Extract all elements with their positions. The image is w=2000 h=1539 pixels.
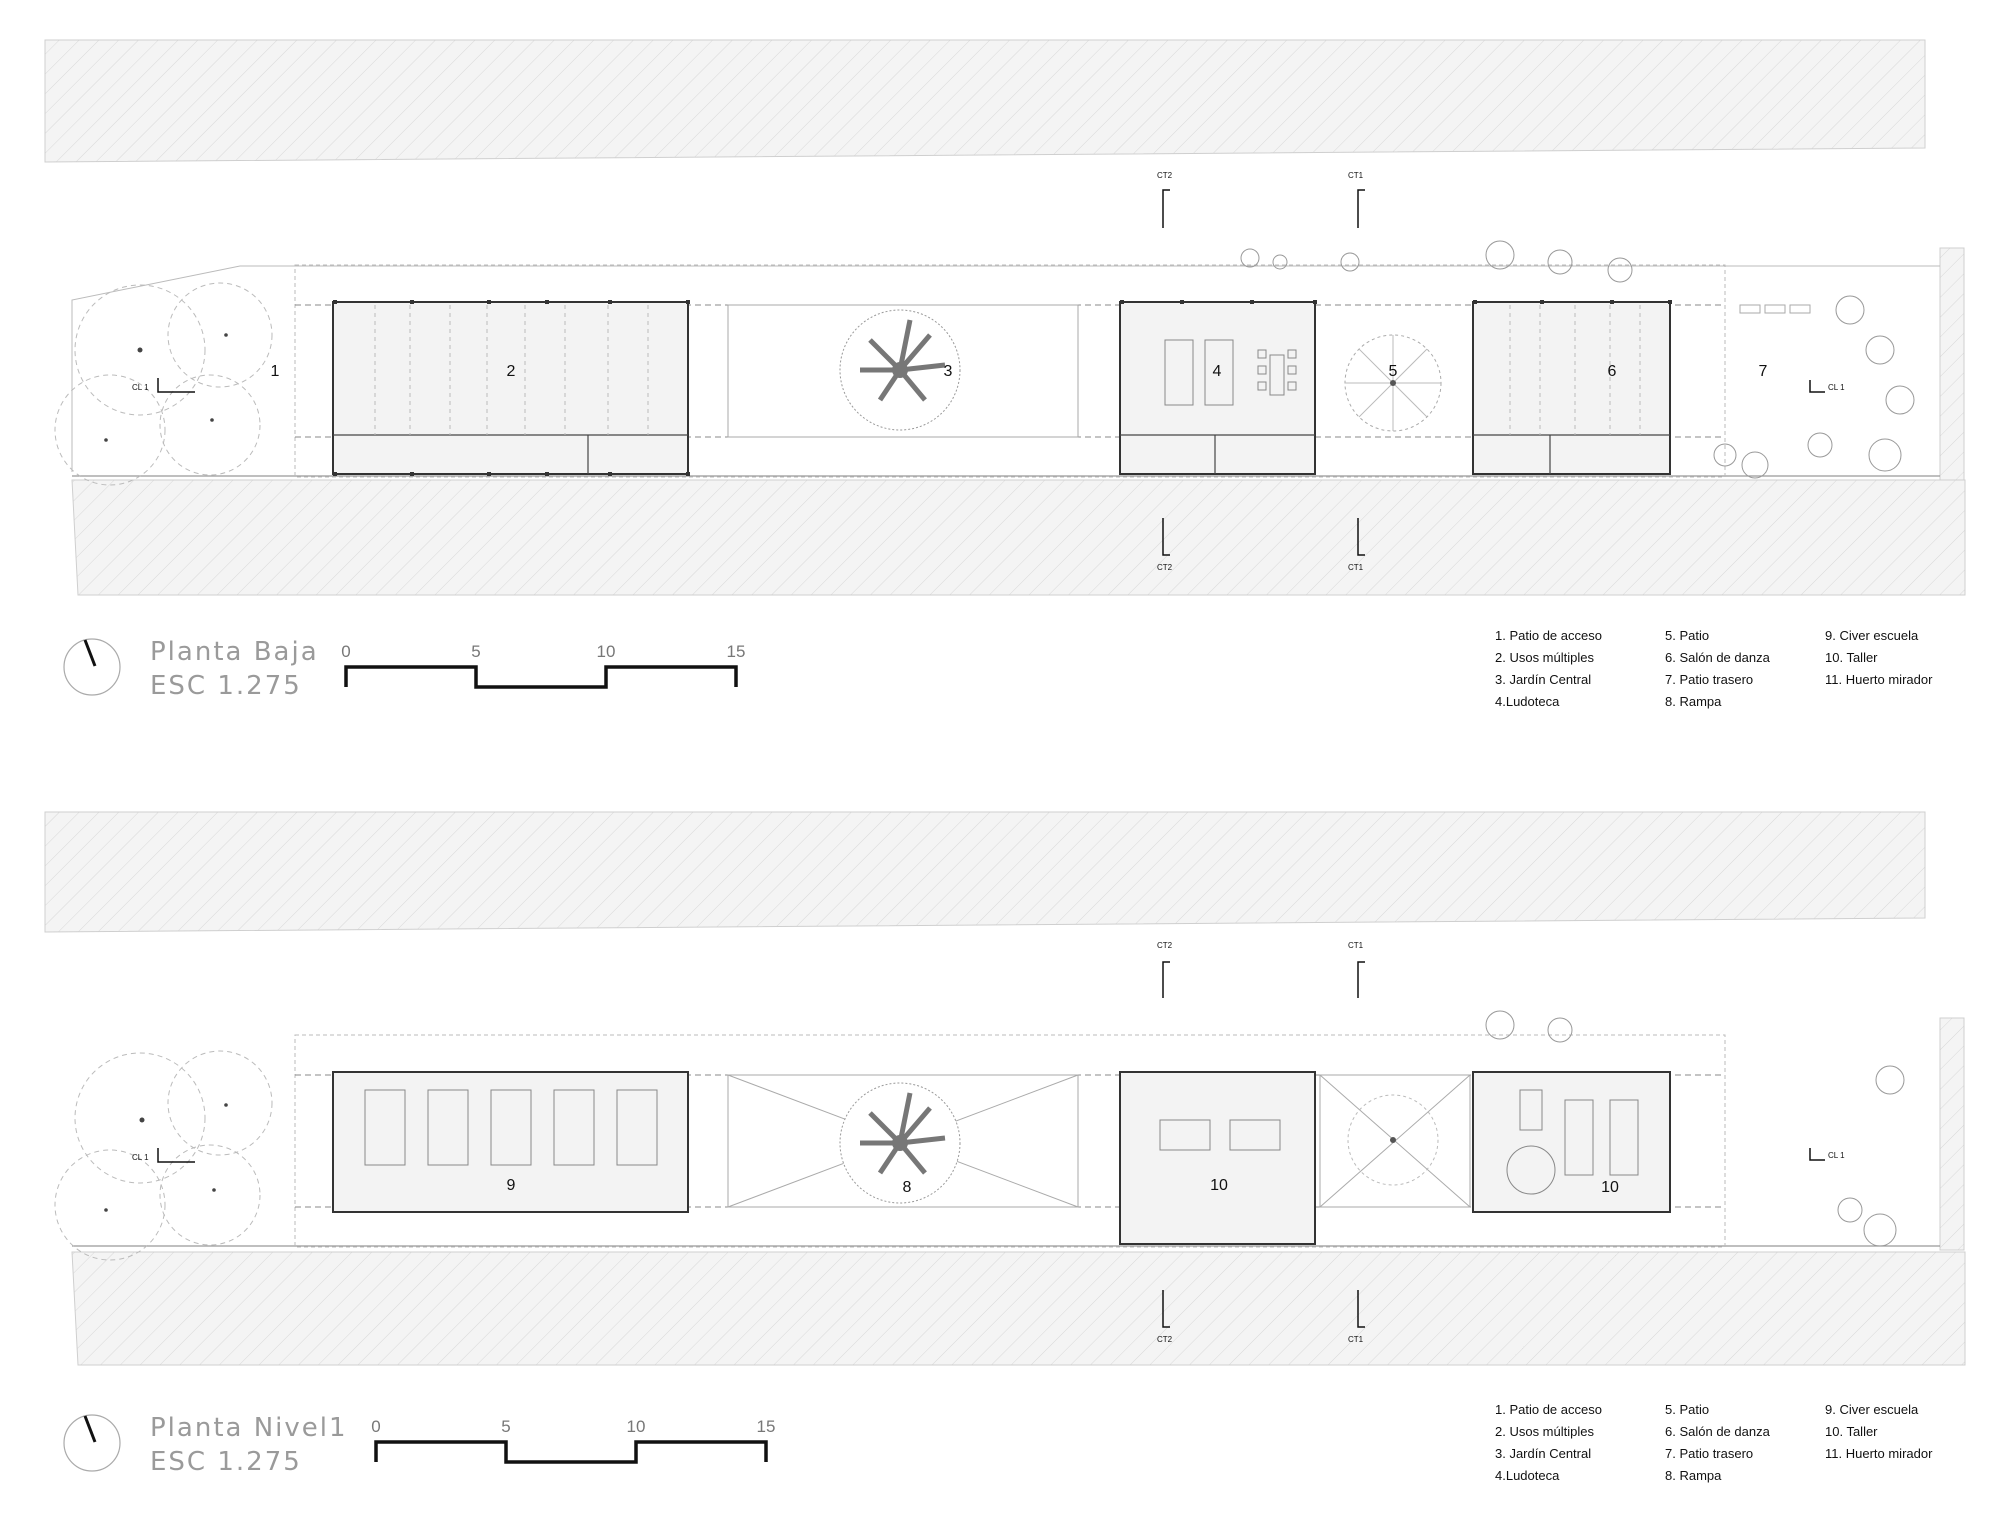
- section-mark-ct1-top: CT1: [1348, 171, 1364, 180]
- patio-tree-icon: [1347, 1094, 1439, 1186]
- desk-grid: [364, 1089, 658, 1166]
- room-number: 10: [1601, 1179, 1619, 1196]
- room-number: 5: [1389, 363, 1398, 380]
- legend-item: 4.Ludoteca: [1495, 694, 1560, 709]
- plan-title: Planta Nivel1: [150, 1413, 348, 1443]
- hatched-band-top: [44, 39, 1926, 163]
- scale-tick-label: 5: [471, 642, 480, 661]
- section-mark-cl1-right: CL 1: [1828, 1151, 1845, 1160]
- plan-planta-nivel1: CT2 CT1 CT2 CT1 CL 1 CL 1 9 8 10 10 Plan…: [44, 811, 1966, 1483]
- entrance-trees: [54, 282, 273, 486]
- north-arrow-icon: [63, 1414, 121, 1472]
- room-usos-multiples: [332, 301, 689, 475]
- section-mark-ct2-bottom: CT2: [1157, 1335, 1173, 1344]
- room-taller-2: [1472, 1071, 1671, 1213]
- scale-tick-label: 0: [341, 642, 350, 661]
- section-mark-ct1-bottom: CT1: [1348, 563, 1364, 572]
- section-mark-ct2-top: CT2: [1157, 941, 1173, 950]
- section-mark-ct2-bottom: CT2: [1157, 563, 1173, 572]
- hatched-band-bottom: [71, 479, 1966, 596]
- legend-item: 7. Patio trasero: [1665, 672, 1753, 687]
- scale-tick-label: 0: [371, 1417, 380, 1436]
- legend-item: 9. Civer escuela: [1825, 1402, 1919, 1417]
- legend-item: 1. Patio de acceso: [1495, 1402, 1602, 1417]
- plan-scale-text: ESC 1.275: [150, 1447, 302, 1477]
- legend-item: 2. Usos múltiples: [1495, 1424, 1594, 1439]
- legend-item: 2. Usos múltiples: [1495, 650, 1594, 665]
- scale-tick-label: 10: [597, 642, 616, 661]
- central-tree-icon: [839, 309, 961, 431]
- scale-tick-label: 5: [501, 1417, 510, 1436]
- hatched-band-top: [44, 811, 1926, 933]
- legend-item: 11. Huerto mirador: [1825, 1446, 1933, 1461]
- scale-tick-label: 15: [757, 1417, 776, 1436]
- section-mark-ct2-top: CT2: [1157, 171, 1173, 180]
- section-mark-cl1-right: CL 1: [1828, 383, 1845, 392]
- section-mark-ct1-bottom: CT1: [1348, 1335, 1364, 1344]
- legend-item: 3. Jardín Central: [1495, 1446, 1591, 1461]
- north-arrow-icon: [63, 638, 121, 696]
- room-taller-1: [1119, 1071, 1316, 1245]
- scale-bar: [344, 665, 738, 689]
- legend-item: 9. Civer escuela: [1825, 628, 1919, 643]
- patio-tree-icon: [1344, 334, 1442, 432]
- legend-item: 10. Taller: [1825, 650, 1878, 665]
- room-number: 8: [903, 1179, 912, 1196]
- room-number: 6: [1608, 363, 1617, 380]
- room-number: 1: [271, 363, 280, 380]
- room-number: 10: [1210, 1177, 1228, 1194]
- room-number: 7: [1759, 363, 1768, 380]
- legend-item: 8. Rampa: [1665, 694, 1722, 709]
- jardin-central: [727, 304, 1079, 438]
- legend-item: 5. Patio: [1665, 1402, 1709, 1417]
- legend-item: 6. Salón de danza: [1665, 1424, 1771, 1439]
- legend-item: 4.Ludoteca: [1495, 1468, 1560, 1483]
- legend: 1. Patio de acceso 2. Usos múltiples 3. …: [1495, 628, 1933, 709]
- section-mark-cl1-left: CL 1: [132, 1153, 149, 1162]
- room-number: 3: [944, 363, 953, 380]
- hatched-band-right: [1939, 247, 1965, 481]
- plan-title: Planta Baja: [150, 637, 319, 667]
- legend-item: 5. Patio: [1665, 628, 1709, 643]
- legend-item: 7. Patio trasero: [1665, 1446, 1753, 1461]
- legend-item: 6. Salón de danza: [1665, 650, 1771, 665]
- rear-patio-shrubs: [1240, 240, 1915, 479]
- legend-item: 1. Patio de acceso: [1495, 628, 1602, 643]
- scale-tick-label: 15: [727, 642, 746, 661]
- legend-item: 8. Rampa: [1665, 1468, 1722, 1483]
- scale-tick-label: 10: [627, 1417, 646, 1436]
- room-number: 4: [1213, 363, 1222, 380]
- hatched-band-right: [1939, 1017, 1965, 1251]
- legend: 1. Patio de acceso 2. Usos múltiples 3. …: [1495, 1402, 1933, 1483]
- plan-planta-baja: CT2 CT1 CT2 CT1 CL 1 CL 1 1 2 3 4 5 6 7 …: [44, 39, 1966, 709]
- room-ludoteca: [1119, 301, 1316, 475]
- hatched-band-bottom: [71, 1251, 1966, 1366]
- legend-item: 10. Taller: [1825, 1424, 1878, 1439]
- room-number: 2: [507, 363, 516, 380]
- ramp-tree-icon: [839, 1082, 961, 1204]
- plan-scale-text: ESC 1.275: [150, 671, 302, 701]
- legend-item: 11. Huerto mirador: [1825, 672, 1933, 687]
- room-number: 9: [507, 1177, 516, 1194]
- legend-item: 3. Jardín Central: [1495, 672, 1591, 687]
- scale-bar: [374, 1440, 768, 1464]
- section-mark-cl1-left: CL 1: [132, 383, 149, 392]
- room-civer-escuela: [332, 1071, 689, 1213]
- room-salon-danza: [1472, 301, 1671, 475]
- section-mark-ct1-top: CT1: [1348, 941, 1364, 950]
